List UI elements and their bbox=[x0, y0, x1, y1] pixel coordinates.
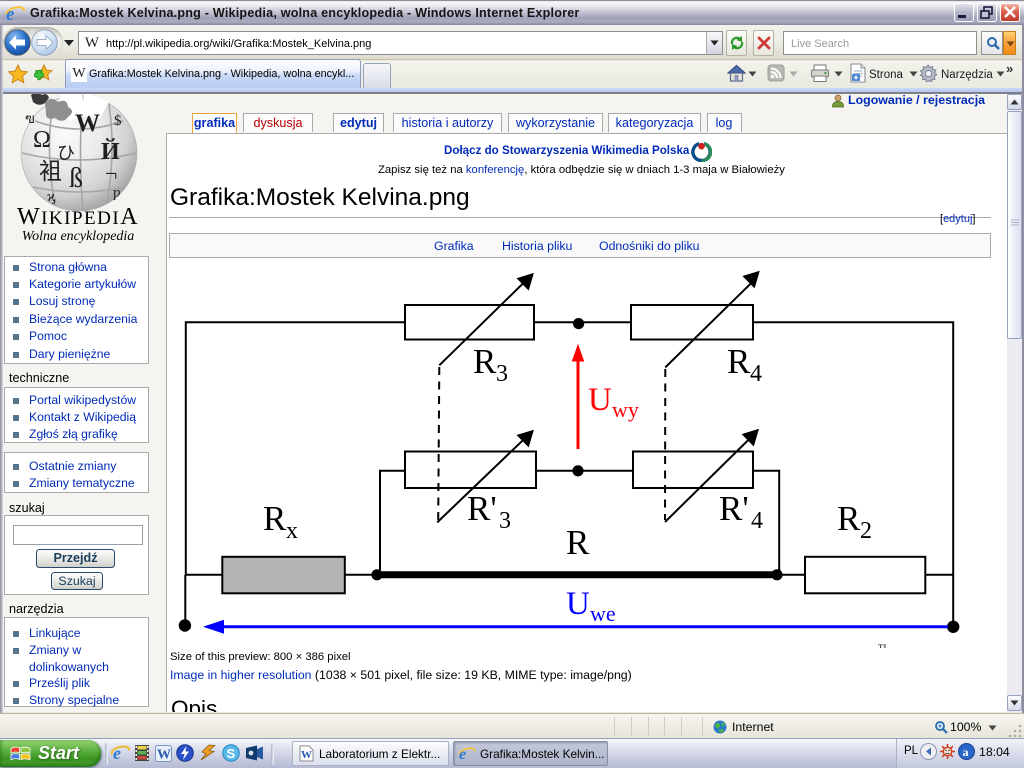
svg-text:e: e bbox=[6, 4, 15, 23]
svg-text:e: e bbox=[113, 743, 121, 762]
svg-text:ß: ß bbox=[69, 163, 83, 194]
svg-text:3: 3 bbox=[499, 508, 511, 534]
svg-text:R: R bbox=[837, 499, 861, 538]
svg-text:W: W bbox=[75, 110, 100, 137]
svg-text:R: R bbox=[263, 499, 287, 538]
svg-text:Ω: Ω bbox=[33, 127, 51, 153]
svg-text:¬: ¬ bbox=[105, 161, 117, 186]
svg-text:R': R' bbox=[467, 489, 497, 528]
svg-text:4: 4 bbox=[750, 361, 762, 387]
svg-text:Й: Й bbox=[101, 139, 120, 165]
svg-text:W: W bbox=[301, 749, 312, 761]
svg-text:ひ: ひ bbox=[57, 143, 75, 163]
svg-text:$: $ bbox=[114, 113, 122, 129]
svg-text:we: we bbox=[590, 601, 616, 626]
svg-text:4: 4 bbox=[751, 508, 763, 534]
svg-text:袓: 袓 bbox=[39, 159, 62, 184]
svg-text:R': R' bbox=[719, 489, 749, 528]
svg-text:U: U bbox=[588, 382, 612, 418]
svg-text:TL: TL bbox=[878, 643, 889, 648]
svg-text:ϗ: ϗ bbox=[47, 189, 56, 205]
svg-text:U: U bbox=[566, 586, 590, 622]
svg-text:ƿ: ƿ bbox=[112, 185, 121, 201]
svg-text:3: 3 bbox=[496, 361, 508, 387]
svg-text:ฃ: ฃ bbox=[25, 112, 35, 127]
svg-text:e: e bbox=[459, 746, 466, 762]
svg-text:W: W bbox=[157, 748, 171, 763]
svg-text:R: R bbox=[727, 342, 751, 381]
svg-text:a: a bbox=[963, 745, 969, 759]
svg-text:2: 2 bbox=[860, 518, 872, 544]
svg-text:S: S bbox=[227, 746, 236, 761]
svg-text:wy: wy bbox=[612, 397, 639, 422]
svg-text:R: R bbox=[473, 342, 497, 381]
svg-text:x: x bbox=[286, 518, 298, 544]
svg-text:R: R bbox=[566, 523, 590, 562]
